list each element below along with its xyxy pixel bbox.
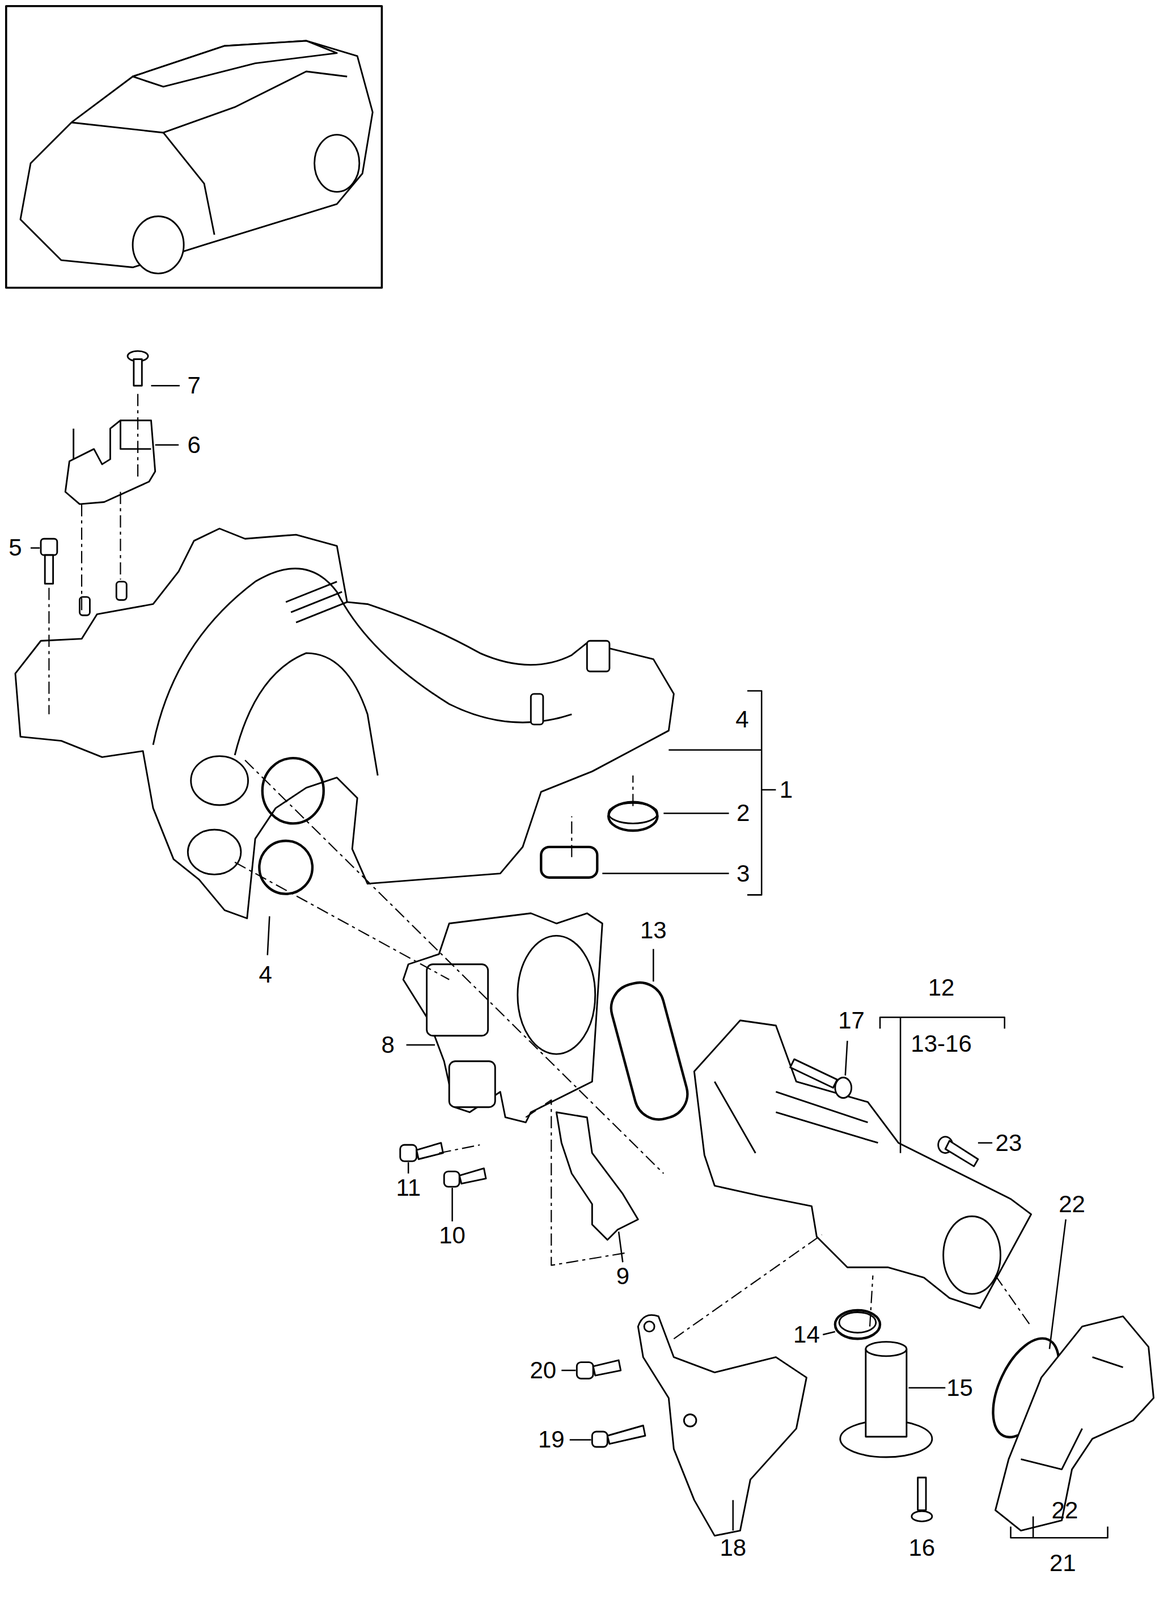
callout-number: 4 (258, 962, 272, 987)
callout-number: 8 (381, 1033, 395, 1057)
callout-number: 18 (719, 1536, 747, 1560)
callout-number: 17 (838, 1008, 865, 1033)
callout-number: 1 (779, 777, 793, 802)
callout-number: 6 (187, 433, 201, 458)
callout-number: 5 (8, 535, 22, 560)
callout-number: 12 (928, 975, 955, 1000)
callout-number: 22 (1058, 1192, 1086, 1217)
callout-number: 15 (946, 1376, 973, 1400)
callout-number: 22 (1051, 1498, 1079, 1523)
callout-number: 16 (908, 1536, 936, 1560)
callout-number: 13-16 (910, 1031, 972, 1056)
callout-number: 4 (735, 707, 749, 732)
callout-number: 11 (395, 1175, 421, 1200)
callout-number: 20 (530, 1358, 557, 1383)
callout-number: 3 (736, 861, 750, 886)
callout-number: 9 (616, 1264, 630, 1289)
callout-number: 10 (438, 1223, 466, 1248)
callout-number: 7 (187, 373, 201, 398)
callout-number: 21 (1049, 1551, 1077, 1576)
callout-number: 13 (640, 918, 667, 943)
callout-number: 19 (538, 1427, 565, 1452)
callout-number: 2 (736, 801, 750, 825)
callout-number: 14 (793, 1322, 820, 1347)
callout-number: 23 (995, 1131, 1023, 1155)
